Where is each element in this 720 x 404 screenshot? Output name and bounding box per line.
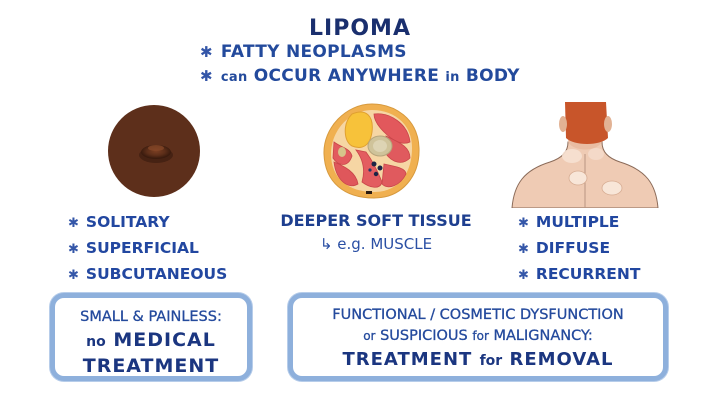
back-with-multiple-lipomas-illustration — [510, 98, 660, 208]
multiple-lipoma-features: ✱ MULTIPLE ✱ DIFFUSE ✱ RECURRENT — [518, 210, 640, 288]
box-line-3: TREATMENT — [82, 355, 220, 377]
feature-text: SUBCUTANEOUS — [85, 265, 228, 283]
page-title: LIPOMA — [309, 16, 411, 41]
skin-lump-illustration — [106, 103, 202, 199]
box-line-1: SMALL & PAINLESS: — [80, 309, 222, 325]
solitary-lipoma-features: ✱ SOLITARY ✱ SUPERFICIAL ✱ SUBCUTANEOUS — [68, 210, 227, 288]
box-text: SUSPICIOUS — [380, 328, 468, 344]
box-line-1: FUNCTIONAL / COSMETIC DYSFUNCTION — [332, 307, 624, 323]
box-line-2: or SUSPICIOUS for MALIGNANCY: — [293, 326, 663, 347]
box-connector: for — [472, 329, 489, 343]
asterisk-icon: ✱ — [68, 216, 79, 231]
box-emphasis: TREATMENT — [342, 349, 473, 370]
removal-treatment-box: FUNCTIONAL / COSMETIC DYSFUNCTION or SUS… — [288, 293, 668, 381]
feature-item: ✱ MULTIPLE — [518, 210, 640, 236]
box-prefix: or — [363, 329, 376, 343]
asterisk-icon: ✱ — [200, 43, 213, 61]
feature-item: ✱ SUPERFICIAL — [68, 236, 227, 262]
header-bullet-1: ✱ FATTY NEOPLASMS — [200, 42, 407, 62]
feature-item: ✱ SOLITARY — [68, 210, 227, 236]
bullet-suffix: BODY — [465, 66, 520, 86]
feature-text: DIFFUSE — [535, 239, 611, 257]
feature-text: RECURRENT — [535, 265, 641, 283]
bullet-connector: in — [445, 70, 460, 85]
deep-tissue-heading: DEEPER SOFT TISSUE — [280, 211, 472, 230]
box-prefix: no — [86, 334, 106, 350]
header-bullet-2: ✱ can OCCUR ANYWHERE in BODY — [200, 66, 520, 86]
no-treatment-box: SMALL & PAINLESS: no MEDICAL TREATMENT — [50, 293, 252, 381]
feature-item: ✱ DIFFUSE — [518, 236, 640, 262]
asterisk-icon: ✱ — [68, 242, 79, 257]
example-text: e.g. MUSCLE — [337, 235, 433, 253]
arrow-icon: ↳ — [319, 235, 333, 253]
feature-item: ✱ SUBCUTANEOUS — [68, 262, 227, 288]
box-text: MALIGNANCY: — [493, 328, 593, 344]
box-line-3: TREATMENT for REMOVAL — [293, 347, 663, 374]
asterisk-icon: ✱ — [68, 268, 79, 283]
example-line: ↳ e.g. MUSCLE — [270, 235, 482, 253]
bullet-prefix: can — [220, 70, 248, 85]
box-emphasis: REMOVAL — [509, 349, 614, 370]
feature-text: MULTIPLE — [535, 213, 620, 231]
asterisk-icon: ✱ — [518, 242, 529, 257]
asterisk-icon: ✱ — [518, 268, 529, 283]
bullet-text: FATTY NEOPLASMS — [220, 42, 407, 62]
box-line-2: no MEDICAL — [55, 328, 247, 354]
feature-text: SOLITARY — [85, 213, 170, 231]
box-connector: for — [479, 353, 503, 369]
asterisk-icon: ✱ — [200, 67, 213, 85]
thigh-cross-section-illustration — [322, 102, 422, 200]
feature-item: ✱ RECURRENT — [518, 262, 640, 288]
feature-text: SUPERFICIAL — [85, 239, 199, 257]
bullet-text: OCCUR ANYWHERE — [253, 66, 440, 86]
box-emphasis: MEDICAL — [113, 329, 216, 351]
asterisk-icon: ✱ — [518, 216, 529, 231]
